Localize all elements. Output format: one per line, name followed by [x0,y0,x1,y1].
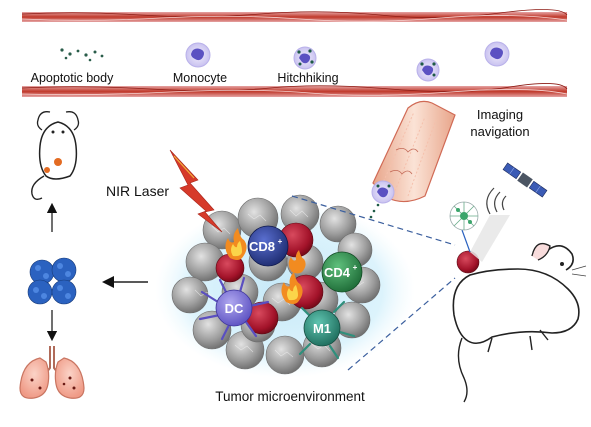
label-cd8-sup: + [278,237,283,246]
dendritic-cell: DC [198,276,270,341]
m1-macrophage: M1 [298,300,356,360]
hitchhiking-monocyte-icon [293,46,317,70]
label-apoptotic-body: Apoptotic body [31,71,114,85]
label-m1: M1 [313,321,331,336]
label-cd8: CD8 [249,239,275,254]
tumor-cell-cluster: CD8 + CD4 + DC M1 [171,194,381,375]
apoptotic-body-dots [60,48,104,62]
lightning-icon [169,149,223,233]
cd8-t-cell: CD8 + [247,225,289,267]
label-monocyte: Monocyte [173,71,227,85]
cd4-t-cell: CD4 + [321,251,363,293]
zoom-guide-lines [291,195,456,371]
nanoprobe-icon [449,201,479,231]
label-navigation: navigation [470,124,529,139]
label-hitchhiking: Hitchhiking [277,71,338,85]
extravasating-monocyte [371,180,395,204]
floating-monocyte [484,41,510,67]
label-cd4-sup: + [353,263,358,272]
mouse-imaging-icon [449,201,587,403]
blood-vessel [21,9,568,97]
floating-hitchhiking-monocyte [416,58,440,82]
label-nir-laser: NIR Laser [106,183,169,199]
label-tumor-microenvironment: Tumor microenvironment [215,389,365,404]
vessel-branch-tube [372,100,456,203]
monocyte-icon [185,42,211,68]
released-apoptotic-dots [369,203,380,219]
nanoparticle-cluster-icon [27,257,77,305]
label-cd4: CD4 [324,265,351,280]
satellite-icon [502,162,548,198]
label-imaging: Imaging [477,107,523,122]
mouse-icon [31,111,80,201]
vessel-upper-wall [22,12,567,22]
lungs-icon [19,346,85,399]
flame-icon [225,228,306,304]
signal-waves-icon [486,187,507,215]
label-dc: DC [225,301,244,316]
